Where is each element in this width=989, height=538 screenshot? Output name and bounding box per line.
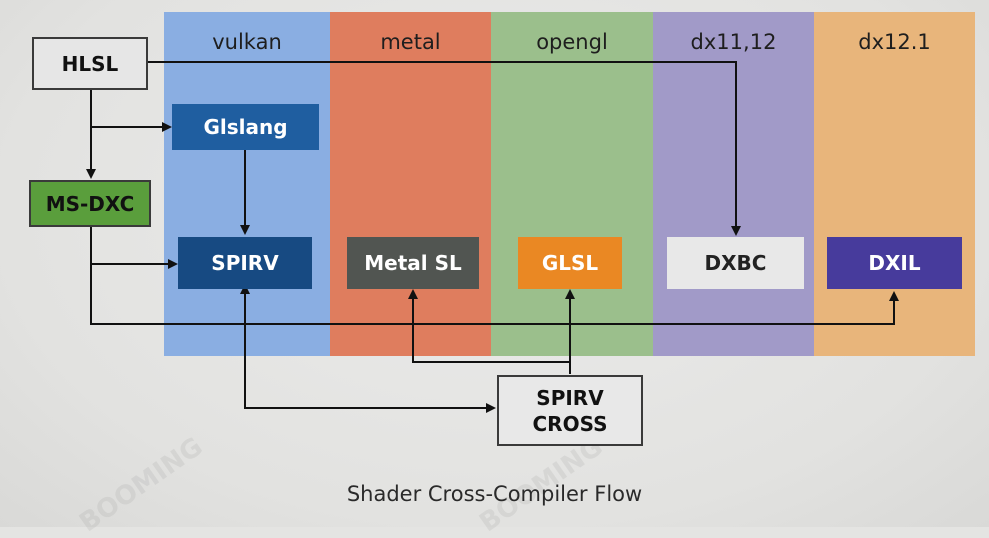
column-title-metal: metal [380, 30, 441, 54]
node-dxil-label: DXIL [868, 251, 921, 275]
column-metal: metal [330, 12, 491, 356]
node-glsl-label: GLSL [541, 251, 599, 275]
node-glslang: Glslang [172, 104, 319, 150]
node-spirv: SPIRV [178, 237, 312, 289]
column-title-dx12-1: dx12.1 [858, 30, 931, 54]
column-title-vulkan: vulkan [212, 30, 282, 54]
column-title-dx11-12: dx11,12 [690, 30, 777, 54]
edge-hlsl-to-glslang [90, 90, 172, 132]
column-opengl: opengl [491, 12, 653, 356]
node-metal-sl-label: Metal SL [364, 251, 462, 275]
column-title-opengl: opengl [536, 30, 608, 54]
node-glslang-label: Glslang [203, 115, 288, 139]
node-spirv-cross-label-line1: SPIRV [536, 385, 604, 410]
diagram-caption: Shader Cross-Compiler Flow [346, 482, 643, 506]
node-ms-dxc: MS-DXC [29, 180, 151, 227]
node-hlsl: HLSL [32, 37, 148, 90]
node-glsl: GLSL [518, 237, 622, 289]
column-dx11-12: dx11,12 [653, 12, 814, 356]
column-dx12-1: dx12.1 [814, 12, 975, 356]
node-spirv-cross-label-line2: CROSS [532, 411, 608, 436]
node-dxbc-label: DXBC [704, 251, 767, 275]
node-spirv-label: SPIRV [211, 251, 279, 275]
node-hlsl-label: HLSL [61, 51, 119, 76]
node-metal-sl: Metal SL [347, 237, 479, 289]
node-spirv-cross: SPIRV CROSS [497, 375, 643, 446]
node-dxil: DXIL [827, 237, 962, 289]
node-ms-dxc-label: MS-DXC [45, 191, 135, 216]
column-vulkan: vulkan [164, 12, 330, 356]
node-dxbc: DXBC [667, 237, 804, 289]
